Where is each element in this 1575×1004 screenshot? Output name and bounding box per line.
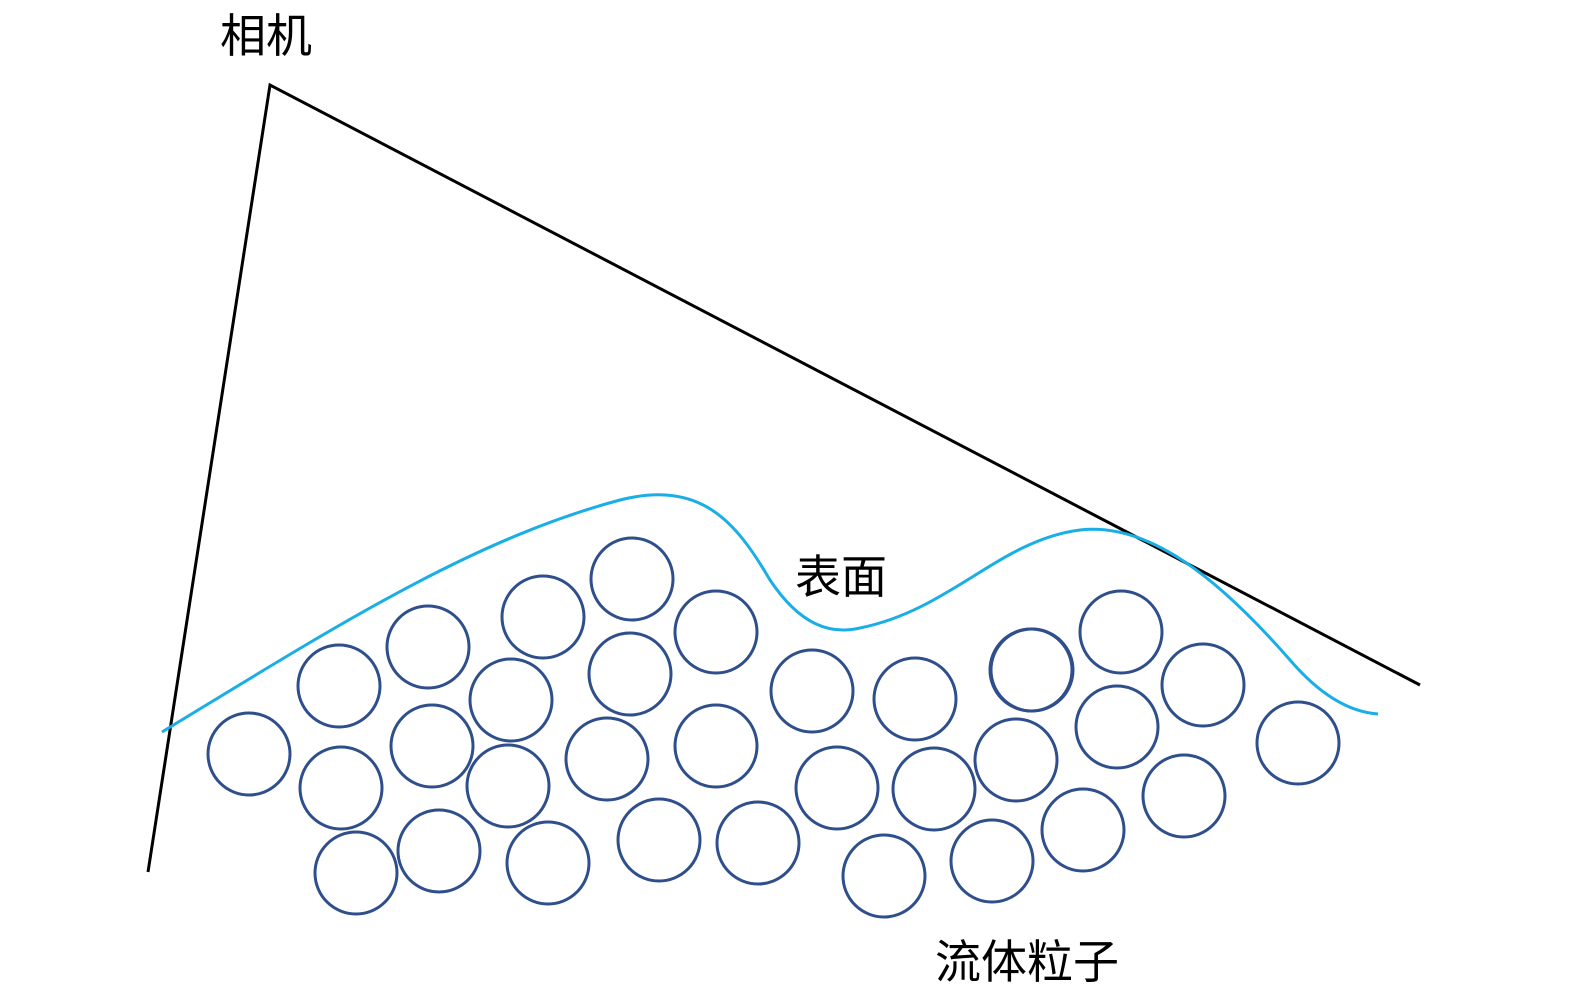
fluid-particle-circle	[589, 536, 675, 622]
fluid-particle-circle	[396, 808, 482, 894]
camera-label: 相机	[220, 9, 312, 63]
fluid-particle-circle	[673, 589, 759, 675]
fluid-particle-circle	[1255, 700, 1341, 786]
fluid-particle-circle	[1078, 589, 1164, 675]
fluid-particle-circle	[587, 631, 673, 717]
fluid-surface-curve	[161, 493, 1379, 734]
camera-frustum	[146, 82, 1421, 873]
fluid-particle-circle	[673, 703, 759, 789]
fluid-particle-circle	[505, 820, 591, 906]
fluid-particle-circle	[794, 745, 880, 831]
fluid-particle-circle	[616, 797, 702, 883]
fluid-particle-circle	[298, 745, 384, 831]
fluid-particle-circle	[841, 833, 927, 919]
fluid-particle-circle	[389, 703, 475, 789]
surface-label: 表面	[795, 550, 887, 604]
fluid-particle-circle	[989, 627, 1075, 713]
fluid-particle-circle	[769, 648, 855, 734]
fluid-particle-circle	[1040, 787, 1126, 873]
fluid-particle-circle	[468, 657, 554, 743]
fluid-particle-circle	[465, 743, 551, 829]
fluid-particle-circle	[313, 830, 399, 916]
fluid-particle-circle	[385, 604, 471, 690]
fluid-particle-circle	[1160, 642, 1246, 728]
fluid-particle-circle	[296, 643, 382, 729]
fluid-particle-circle	[949, 818, 1035, 904]
fluid-particle-circle	[715, 800, 801, 886]
fluid-particle-circle	[1074, 684, 1160, 770]
fluid-particle-circle	[500, 574, 586, 660]
fluid-particle-circle	[564, 716, 650, 802]
fluid-particles-group	[206, 536, 1341, 919]
fluid-particle-circle	[973, 717, 1059, 803]
fluid-particle-circle	[872, 656, 958, 742]
fluid-particle-circle	[891, 746, 977, 832]
fluid-particle-circle	[1141, 753, 1227, 839]
fluid-particle-circle	[206, 711, 292, 797]
fluid-particles-label: 流体粒子	[935, 935, 1119, 989]
